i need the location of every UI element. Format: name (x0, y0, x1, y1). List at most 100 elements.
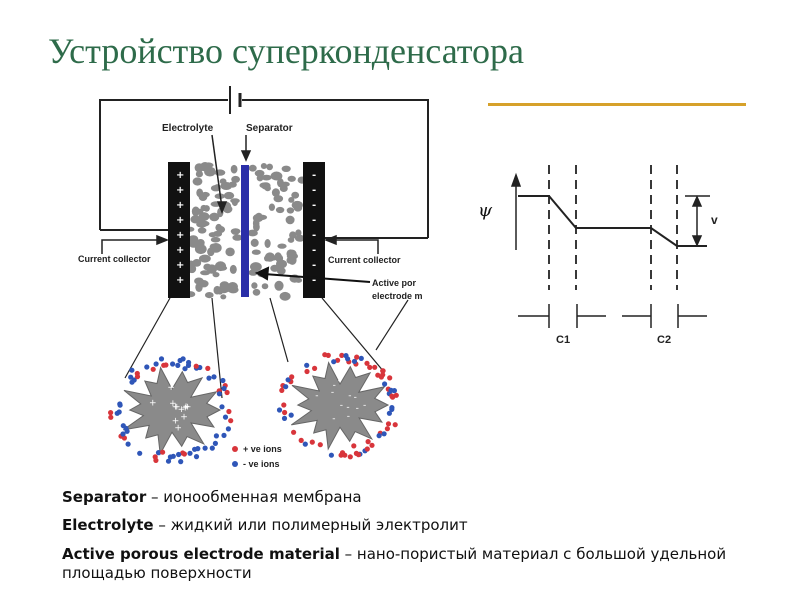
ion (392, 422, 398, 428)
ion (302, 441, 308, 447)
ion (134, 374, 141, 380)
ion (221, 432, 227, 438)
ion (123, 425, 129, 431)
ions-legend: + ve ions - ve ions (232, 444, 282, 469)
particle (264, 239, 271, 248)
ion (375, 372, 381, 378)
ion (389, 405, 395, 411)
particle (256, 214, 268, 220)
particle (261, 174, 272, 181)
particle (219, 284, 231, 290)
particle (209, 243, 217, 251)
particle (213, 285, 221, 295)
ion (221, 385, 227, 392)
particle (295, 229, 302, 237)
description-separator: Separator – ионообменная мембрана (62, 488, 362, 507)
desc-active-material-text: – нано-пористый материал с большой удель… (62, 545, 727, 582)
ion (388, 387, 394, 393)
ion (369, 442, 375, 448)
electrode-particles (185, 162, 307, 301)
particle (268, 203, 275, 211)
ion (125, 441, 131, 447)
ion (325, 352, 331, 358)
particle (198, 280, 209, 288)
ion (331, 359, 337, 365)
ion (165, 458, 172, 464)
charge-sign: - (333, 381, 336, 391)
particle (288, 197, 295, 203)
ion (222, 414, 229, 420)
ion (372, 364, 378, 370)
v-label: v (711, 213, 718, 227)
legend-positive-ions: + ve ions (243, 444, 282, 454)
ion (304, 368, 310, 375)
charge-sign: + (180, 412, 188, 422)
ion (128, 374, 134, 380)
ion (206, 375, 212, 381)
particle (274, 280, 284, 291)
active-pores-arrow (254, 266, 371, 283)
particle (253, 222, 260, 232)
ion (202, 445, 208, 451)
y-axis-arrow (510, 172, 522, 250)
ion (225, 426, 231, 432)
charge-sign: + (178, 405, 186, 415)
term-active-material: Active porous electrode material (62, 545, 340, 563)
plus-sign: + (176, 275, 184, 286)
active-pores-label-line2: electrode m (372, 291, 423, 301)
particle (225, 247, 235, 257)
plus-sign: + (176, 170, 184, 181)
particle (281, 165, 291, 172)
ion (312, 365, 318, 371)
positive-electrode (168, 162, 190, 298)
minus-sign: - (312, 275, 316, 286)
separator-label: Separator (246, 123, 293, 134)
ion (353, 450, 359, 456)
positive-particle-zoom: ++++++++++++ (108, 356, 234, 465)
charge-sign: - (348, 391, 351, 401)
term-separator: Separator (62, 488, 147, 506)
v-arrow (685, 195, 710, 247)
charge-sign: + (174, 423, 182, 433)
ion (345, 356, 351, 362)
particle (285, 215, 295, 225)
ion (193, 454, 200, 460)
ion (367, 364, 373, 370)
charge-sign: - (315, 391, 318, 401)
accent-line (488, 103, 746, 106)
particle (250, 238, 259, 247)
particle (260, 163, 267, 169)
ion (354, 354, 360, 360)
particle (219, 178, 227, 185)
ion (137, 450, 143, 456)
plus-sign: + (176, 185, 184, 196)
particle (191, 206, 200, 217)
description-active-material: Active porous electrode material – нано-… (62, 545, 762, 583)
particle (212, 230, 223, 237)
ion (226, 408, 232, 415)
ion (393, 392, 399, 398)
ion (304, 362, 310, 368)
potential-graph: ψ v C1 C2 (478, 165, 718, 346)
ion (364, 360, 370, 366)
ion (205, 365, 211, 371)
particle (210, 236, 221, 243)
particle (201, 191, 210, 198)
particle (251, 249, 261, 255)
ion (291, 429, 297, 435)
particle (294, 234, 305, 242)
charge-sign: - (356, 404, 359, 414)
minus-sign: - (312, 170, 316, 181)
ion (283, 384, 289, 390)
particle (270, 171, 283, 181)
ion (298, 437, 304, 443)
particle (220, 294, 227, 300)
ion (342, 452, 348, 458)
ion (108, 414, 114, 420)
ion (120, 431, 126, 437)
ion (389, 393, 395, 399)
charge-sign: - (340, 401, 343, 411)
ion (181, 451, 187, 457)
ion (150, 366, 156, 372)
ion (170, 361, 176, 367)
